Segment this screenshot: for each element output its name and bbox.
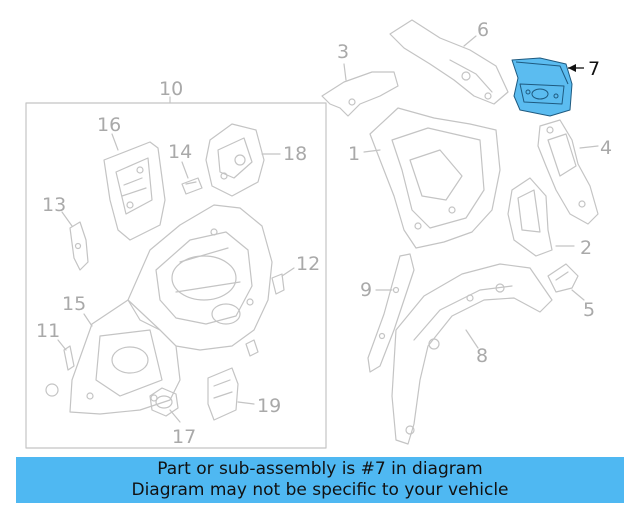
part-4-shape	[537, 119, 599, 225]
banner-line-part: Part or sub-assembly is #7 in diagram	[157, 459, 483, 479]
part-11-shape	[63, 345, 75, 371]
leader-4	[579, 145, 599, 149]
part-6-shape	[389, 19, 509, 105]
part-3-shape	[321, 71, 399, 117]
part-10-panel	[127, 204, 273, 351]
callout-9: 9	[360, 279, 372, 301]
leader-3	[343, 63, 347, 81]
callout-7: 7	[588, 58, 600, 80]
callout-17: 17	[172, 426, 196, 448]
callout-1: 1	[348, 143, 360, 165]
leader-13	[61, 211, 73, 227]
info-banner: Part or sub-assembly is #7 in diagram Di…	[16, 457, 624, 503]
leader-19	[237, 401, 255, 405]
callout-18: 18	[283, 143, 307, 165]
leader-11	[57, 339, 67, 351]
leader-17	[169, 409, 181, 423]
part-5-shape	[547, 263, 579, 293]
callout-8: 8	[476, 345, 488, 367]
leader-14	[181, 161, 189, 179]
part-18-shape	[205, 123, 265, 197]
banner-line-disclaimer: Diagram may not be specific to your vehi…	[131, 480, 509, 500]
part-14-shape	[181, 177, 203, 195]
leader-5	[571, 289, 585, 301]
part-13-shape	[69, 221, 89, 271]
callout-11: 11	[36, 320, 60, 342]
callout-2: 2	[580, 237, 592, 259]
part-1-shape	[369, 107, 501, 249]
part-19-shape	[207, 367, 239, 421]
grommet-shape	[45, 383, 59, 397]
part-17-shape	[149, 387, 179, 417]
leader-8	[465, 329, 479, 349]
leader-1	[363, 149, 381, 153]
leader-12	[281, 267, 295, 277]
callout-12: 12	[296, 253, 320, 275]
leader-7-arrowhead	[568, 64, 576, 72]
callout-10: 10	[159, 78, 183, 100]
part-8-shape	[391, 263, 553, 445]
part-16-shape	[103, 141, 166, 241]
leader-16	[111, 133, 119, 151]
part-9-shape	[367, 253, 415, 373]
callout-6: 6	[477, 19, 489, 41]
part-7-highlighted	[511, 57, 573, 117]
callout-13: 13	[42, 194, 66, 216]
callout-3: 3	[337, 41, 349, 63]
callout-5: 5	[583, 299, 595, 321]
callout-4: 4	[600, 137, 612, 159]
callout-15: 15	[62, 293, 86, 315]
group-frame-10	[25, 102, 327, 449]
part-15-shape	[69, 299, 181, 415]
callout-14: 14	[168, 141, 192, 163]
leader-6	[463, 35, 477, 47]
callout-19: 19	[257, 395, 281, 417]
leader-15	[83, 313, 93, 327]
clip-shape	[245, 339, 259, 357]
part-2-shape	[507, 177, 553, 257]
callout-16: 16	[97, 114, 121, 136]
part-12-shape	[271, 273, 285, 295]
